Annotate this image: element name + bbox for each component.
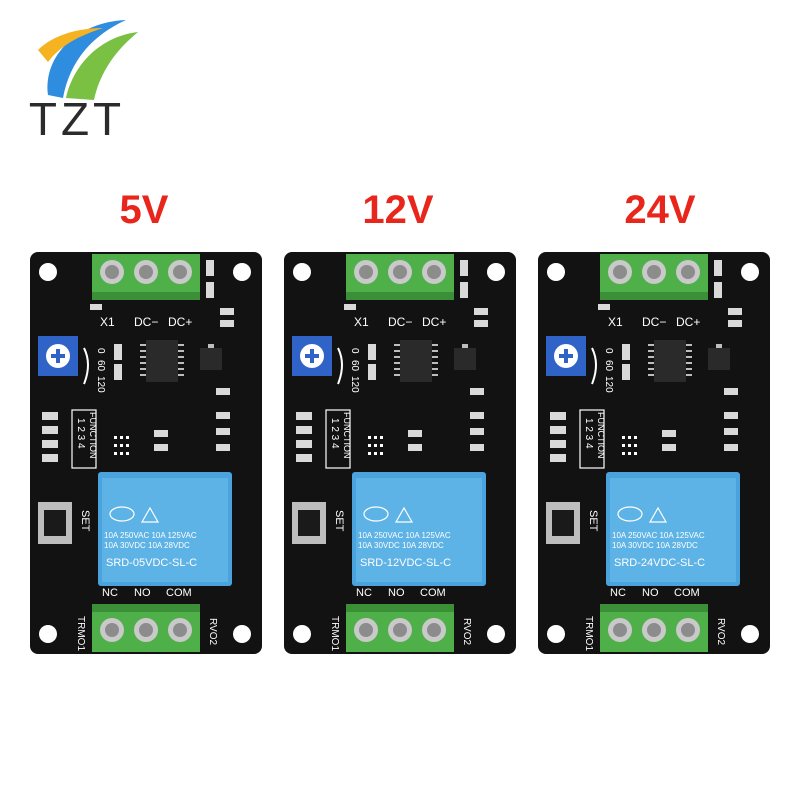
relay-model: SRD-24VDC-SL-C [614,557,705,569]
mounting-holes [293,263,505,643]
dial-60: 60 [349,360,360,372]
label-no: NO [388,587,405,599]
label-set: SET [587,510,599,532]
tzt-swoosh-icon [38,20,138,100]
label-dc-minus: DC− [134,315,158,329]
label-function: FUNCTION [88,412,98,459]
label-trmo1: TRMO1 [75,616,86,651]
mounting-holes [547,263,759,643]
label-com: COM [674,587,700,599]
label-func-numbers: 1 2 3 4 [583,418,594,449]
voltage-label-12v: 12V [362,188,434,232]
label-dc-minus: DC− [642,315,666,329]
label-no: NO [134,587,151,599]
dial-120: 120 [603,376,614,393]
label-set: SET [79,510,91,532]
label-nc: NC [102,587,118,599]
label-dc-plus: DC+ [422,315,446,329]
relay-rating-1: 10A 250VAC 10A 125VAC [612,531,705,540]
label-rvo2: RVO2 [461,618,472,645]
microcontroller-chip [394,340,438,382]
relay-board-12v: X1 DC− DC+ 0 60 120 [284,252,516,654]
label-function: FUNCTION [342,412,352,459]
bottom-terminal-block [92,604,200,652]
function-box [325,409,351,469]
dial-120: 120 [349,376,360,393]
voltage-label-24v: 24V [624,188,696,232]
relay: 10A 250VAC 10A 125VAC 10A 30VDC 10A 28VD… [606,472,740,586]
relay-rating-2: 10A 30VDC 10A 28VDC [612,541,698,550]
potentiometer [546,336,586,376]
relay-model: SRD-05VDC-SL-C [106,557,197,569]
label-set: SET [333,510,345,532]
function-box [579,409,605,469]
label-nc: NC [356,587,372,599]
label-rvo2: RVO2 [207,618,218,645]
label-nc: NC [610,587,626,599]
label-no: NO [642,587,659,599]
set-button [292,502,326,544]
microcontroller-chip [648,340,692,382]
label-func-numbers: 1 2 3 4 [75,418,86,449]
potentiometer [38,336,78,376]
dial-60: 60 [95,360,106,372]
function-box [71,409,97,469]
microcontroller-chip [140,340,184,382]
potentiometer [292,336,332,376]
top-terminal-block [346,254,454,300]
relay-rating-1: 10A 250VAC 10A 125VAC [104,531,197,540]
mounting-holes [39,263,251,643]
label-x1: X1 [100,315,115,329]
relay-rating-2: 10A 30VDC 10A 28VDC [104,541,190,550]
bottom-terminal-block [346,604,454,652]
label-com: COM [166,587,192,599]
relay-rating-2: 10A 30VDC 10A 28VDC [358,541,444,550]
label-x1: X1 [608,315,623,329]
label-dc-minus: DC− [388,315,412,329]
top-terminal-block [92,254,200,300]
brand-name: TZT [28,93,126,145]
dial-0: 0 [95,348,106,354]
relay: 10A 250VAC 10A 125VAC 10A 30VDC 10A 28VD… [352,472,486,586]
dial-0: 0 [349,348,360,354]
board-graphic: X1 DC− DC+ 0 60 120 [30,252,262,654]
label-x1: X1 [354,315,369,329]
dial-60: 60 [603,360,614,372]
label-rvo2: RVO2 [715,618,726,645]
label-function: FUNCTION [596,412,606,459]
board-graphic: X1 DC− DC+ 0 60 120 [538,252,770,654]
set-button [38,502,72,544]
label-trmo1: TRMO1 [583,616,594,651]
top-terminal-block [600,254,708,300]
dial-0: 0 [603,348,614,354]
relay-model: SRD-12VDC-SL-C [360,557,451,569]
bottom-terminal-block [600,604,708,652]
board-graphic: X1 DC− DC+ 0 60 120 [284,252,516,654]
relay: 10A 250VAC 10A 125VAC 10A 30VDC 10A 28VD… [98,472,232,586]
dial-120: 120 [95,376,106,393]
label-trmo1: TRMO1 [329,616,340,651]
relay-board-24v: X1 DC− DC+ 0 60 120 [538,252,770,654]
label-com: COM [420,587,446,599]
set-button [546,502,580,544]
label-dc-plus: DC+ [676,315,700,329]
relay-board-5v: X1 DC− DC+ 0 60 120 [30,252,262,654]
relay-rating-1: 10A 250VAC 10A 125VAC [358,531,451,540]
label-func-numbers: 1 2 3 4 [329,418,340,449]
voltage-label-5v: 5V [119,188,169,232]
label-dc-plus: DC+ [168,315,192,329]
